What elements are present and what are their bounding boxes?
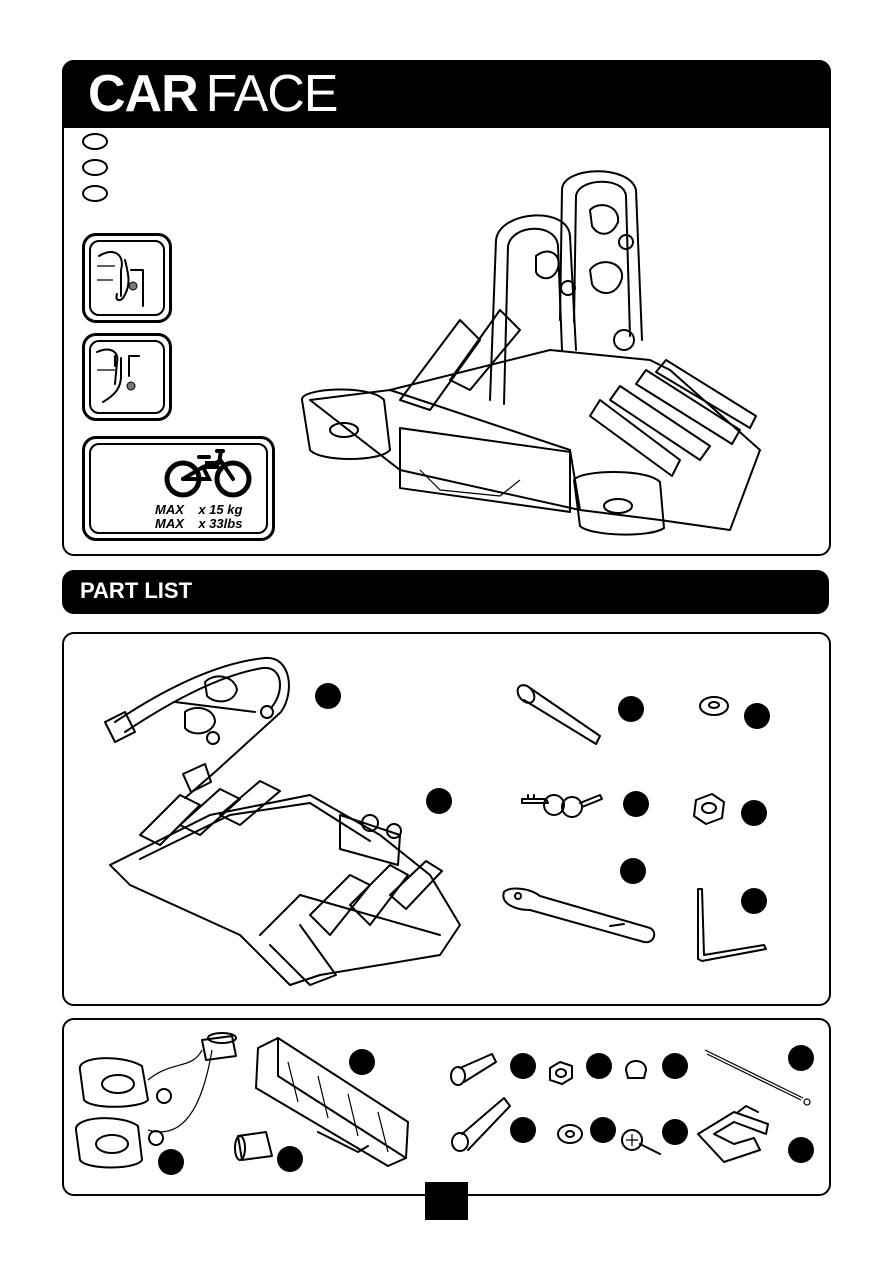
part-number-badge xyxy=(618,696,644,722)
part-small-nut-drawing xyxy=(546,1058,576,1088)
capacity-lbs-value: x 33lbs xyxy=(198,516,242,531)
part-number-badge xyxy=(623,791,649,817)
part-number-badge xyxy=(349,1049,375,1075)
part-number-badge xyxy=(586,1053,612,1079)
part-long-bolt-drawing xyxy=(448,1094,512,1154)
part-number-badge xyxy=(620,858,646,884)
part-clip-bracket-drawing xyxy=(694,1104,774,1164)
part-number-badge xyxy=(315,683,341,709)
part-short-bolt-drawing xyxy=(448,1050,498,1090)
tilt-position-icon-1 xyxy=(82,233,172,323)
part-number-badge xyxy=(590,1117,616,1143)
part-number-badge xyxy=(662,1119,688,1145)
bike-carrier-illustration xyxy=(300,150,780,550)
part-small-washer-drawing xyxy=(554,1122,588,1148)
part-cap-drawing xyxy=(622,1056,652,1086)
part-washer-drawing xyxy=(694,692,734,722)
part-number-badge xyxy=(788,1137,814,1163)
capacity-box: MAX x 15 kg MAX x 33lbs xyxy=(82,436,275,541)
part-nut-drawing xyxy=(688,790,728,830)
language-marker-3 xyxy=(82,185,108,202)
bicycle-icon xyxy=(159,445,259,505)
tilt-position-icon-2 xyxy=(82,333,172,421)
part-number-badge xyxy=(426,788,452,814)
part-number-badge xyxy=(510,1117,536,1143)
part-number-badge xyxy=(741,888,767,914)
part-spanner-drawing xyxy=(500,886,660,946)
part-number-badge xyxy=(744,703,770,729)
part-number-badge xyxy=(158,1149,184,1175)
capacity-kg-label: MAX xyxy=(155,502,184,517)
part-plate-holder-drawing xyxy=(248,1032,418,1172)
capacity-lbs-label: MAX xyxy=(155,516,184,531)
language-marker-1 xyxy=(82,133,108,150)
tilt-arm-lowered-icon xyxy=(85,336,175,424)
tilt-arm-icon xyxy=(85,236,175,326)
part-number-badge xyxy=(510,1053,536,1079)
brand-logo-regular: FACE xyxy=(206,65,338,123)
part-list-title: PART LIST xyxy=(80,578,192,604)
part-screw-drawing xyxy=(620,1126,664,1160)
part-number-badge xyxy=(662,1053,688,1079)
part-number-badge xyxy=(741,800,767,826)
part-keys-drawing xyxy=(518,785,608,825)
capacity-kg-value: x 15 kg xyxy=(198,502,242,517)
part-bolt-drawing xyxy=(516,680,616,750)
language-marker-2 xyxy=(82,159,108,176)
part-number-badge xyxy=(788,1045,814,1071)
capacity-line-lbs: MAX x 33lbs xyxy=(155,516,242,531)
capacity-line-kg: MAX x 15 kg xyxy=(155,502,242,517)
page-number-tab xyxy=(425,1182,468,1220)
part-base-frame-drawing xyxy=(100,775,460,995)
brand-logo-bold: CAR xyxy=(88,65,198,123)
